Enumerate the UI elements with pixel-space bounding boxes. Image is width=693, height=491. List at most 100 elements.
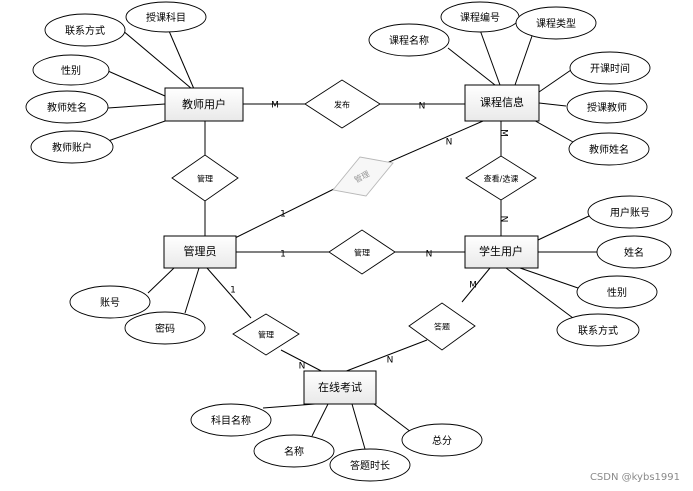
attr-admin-account-label: 账号	[100, 297, 120, 309]
attr-student-name[interactable]: 姓名	[596, 235, 672, 269]
attr-exam-name[interactable]: 名称	[253, 434, 335, 468]
line-admin-manage-exam	[206, 267, 252, 319]
card-admin-to-course: 1	[280, 210, 286, 220]
entity-teacher-label: 教师用户	[182, 97, 226, 111]
attr-course-type-label: 课程类型	[536, 17, 576, 30]
line-admin-password	[184, 267, 200, 314]
entity-admin[interactable]: 管理员	[163, 235, 237, 269]
relationship-admin-student-label: 管理	[354, 248, 370, 258]
card-admin-to-student: 1	[280, 250, 286, 260]
line-course-teacher	[538, 102, 567, 107]
line-student-gender	[519, 267, 579, 289]
attr-exam-score-label: 总分	[432, 434, 452, 447]
attr-exam-subject-label: 科目名称	[211, 414, 251, 427]
relationship-view-select[interactable]: 查看/选课	[465, 155, 537, 201]
line-admin-account	[147, 267, 175, 294]
attr-teacher-name-label: 教师姓名	[47, 101, 87, 114]
attr-course-teacher[interactable]: 授课教师	[566, 90, 648, 124]
attr-exam-subject[interactable]: 科目名称	[190, 403, 272, 437]
card-admin-to-exam: 1	[230, 286, 236, 296]
attr-teacher-subject-label: 授课科目	[146, 11, 186, 24]
relationship-view-select-label: 查看/选课	[484, 174, 519, 184]
line-exam-name	[311, 403, 329, 437]
line-course-type	[514, 35, 533, 86]
line-manage-course	[379, 120, 484, 167]
attr-exam-name-label: 名称	[284, 445, 304, 458]
line-exam-score	[373, 403, 412, 433]
line-student-account	[537, 215, 590, 241]
card-exam-from-student: N	[387, 356, 394, 366]
attr-teacher-contact[interactable]: 联系方式	[44, 13, 126, 47]
line-answer-exam	[335, 339, 428, 376]
relationship-admin-student[interactable]: 管理	[328, 229, 396, 275]
attr-teacher-account-label: 教师账户	[52, 141, 92, 154]
attr-student-account-label: 用户账号	[610, 206, 650, 219]
attr-teacher-subject[interactable]: 授课科目	[125, 1, 207, 33]
line-teacher-name	[107, 103, 166, 109]
relationship-publish[interactable]: 发布	[304, 79, 381, 129]
cardinality-labels: M N 1 N M N 1 N 1 N M N	[230, 101, 508, 372]
entity-teacher[interactable]: 教师用户	[164, 87, 244, 122]
attr-teacher-gender[interactable]: 性别	[32, 54, 110, 86]
attr-student-gender[interactable]: 性别	[576, 275, 658, 309]
attr-student-gender-label: 性别	[607, 286, 627, 299]
attr-course-type[interactable]: 课程类型	[515, 6, 597, 40]
card-student-from-admin: N	[426, 250, 433, 260]
card-course-view: M	[499, 129, 509, 137]
attr-teacher-account[interactable]: 教师账户	[30, 130, 114, 164]
relationship-admin-exam[interactable]: 管理	[232, 313, 300, 356]
attr-course-name-label: 课程名称	[389, 34, 429, 47]
relationship-publish-label: 发布	[334, 100, 350, 110]
attr-course-name[interactable]: 课程名称	[368, 23, 450, 57]
line-teacher-gender	[107, 70, 166, 97]
attr-course-teacher-name[interactable]: 教师姓名	[568, 132, 650, 166]
attr-teacher-name[interactable]: 教师姓名	[25, 90, 109, 124]
line-course-start	[538, 69, 572, 93]
attr-admin-account[interactable]: 账号	[69, 285, 151, 319]
attr-student-name-label: 姓名	[624, 246, 644, 259]
attr-exam-duration[interactable]: 答题时长	[329, 448, 411, 482]
entity-student-label: 学生用户	[479, 244, 523, 258]
connector-lines	[107, 23, 597, 450]
line-course-teacher-name	[529, 117, 574, 143]
line-teacher-contact	[121, 29, 193, 90]
attr-student-account[interactable]: 用户账号	[587, 195, 673, 229]
attr-admin-password[interactable]: 密码	[124, 311, 206, 345]
attr-course-id[interactable]: 课程编号	[440, 1, 520, 33]
line-student-contact	[505, 267, 574, 319]
attr-teacher-contact-label: 联系方式	[65, 24, 105, 37]
relationship-answer[interactable]: 答题	[408, 302, 476, 351]
entity-student[interactable]: 学生用户	[464, 235, 539, 269]
entity-course-label: 课程信息	[480, 95, 524, 109]
line-course-name	[447, 47, 496, 86]
attr-course-teacher-name-label: 教师姓名	[589, 143, 629, 156]
line-exam-subject	[262, 403, 316, 409]
attr-student-contact-label: 联系方式	[578, 324, 618, 337]
card-teacher-publish: M	[271, 101, 279, 111]
line-exam-duration	[351, 403, 366, 450]
relationship-admin-teacher-label: 管理	[197, 174, 213, 184]
watermark: CSDN @kybs1991	[590, 472, 680, 483]
attr-course-start-label: 开课时间	[590, 62, 630, 75]
entity-exam[interactable]: 在线考试	[303, 370, 377, 405]
entity-course[interactable]: 课程信息	[464, 84, 540, 122]
card-course-from-admin: N	[446, 138, 453, 148]
relationship-admin-course[interactable]: 管理	[332, 156, 394, 197]
line-course-id	[479, 29, 501, 86]
card-publish-course: N	[419, 102, 426, 112]
attr-exam-score[interactable]: 总分	[401, 423, 483, 457]
relationship-admin-teacher[interactable]: 管理	[171, 154, 239, 202]
attr-exam-duration-label: 答题时长	[350, 459, 390, 472]
attr-course-start[interactable]: 开课时间	[569, 51, 651, 85]
attr-course-id-label: 课程编号	[460, 11, 500, 24]
line-admin-manage-course	[234, 184, 343, 239]
relationship-admin-exam-label: 管理	[258, 330, 274, 340]
attr-course-teacher-label: 授课教师	[587, 101, 627, 114]
attr-student-contact[interactable]: 联系方式	[556, 313, 640, 347]
attr-teacher-gender-label: 性别	[61, 64, 81, 77]
card-exam-from-admin: N	[299, 362, 306, 372]
entity-admin-label: 管理员	[184, 244, 217, 258]
line-teacher-account	[107, 119, 169, 142]
card-student-to-exam: M	[469, 281, 477, 291]
